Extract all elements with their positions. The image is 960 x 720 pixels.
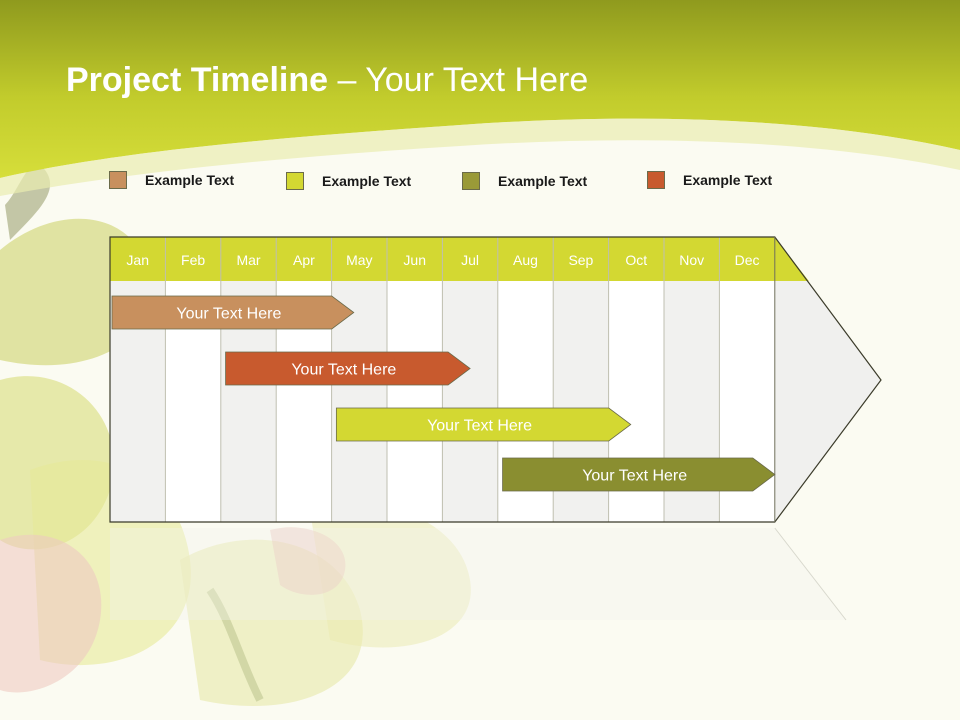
month-label-aug: Aug: [513, 252, 538, 268]
legend-swatch-2: [286, 172, 304, 190]
month-header-jul: [442, 237, 498, 281]
legend-swatch-1: [109, 171, 127, 189]
arrow-head-body: [774, 237, 881, 522]
month-header-nov: [664, 237, 720, 281]
task-bar-label-3: Your Text Here: [427, 418, 532, 435]
task-bar-2: [225, 351, 471, 386]
month-label-dec: Dec: [735, 252, 760, 268]
month-column-jun: [387, 281, 443, 522]
legend-label-3: Example Text: [498, 173, 588, 189]
month-header-jun: [387, 237, 443, 281]
task-bar-4: [502, 457, 776, 492]
legend-swatch-3: [462, 172, 480, 190]
month-label-jun: Jun: [403, 252, 426, 268]
month-label-jul: Jul: [461, 252, 479, 268]
month-header-aug: [497, 237, 554, 281]
month-label-may: May: [346, 252, 372, 268]
legend-label-4: Example Text: [683, 172, 773, 188]
month-column-jul: [442, 281, 498, 522]
month-label-sep: Sep: [568, 252, 593, 268]
task-bar-3: [335, 407, 632, 442]
month-header-sep: [553, 237, 609, 281]
month-header-mar: [220, 237, 277, 281]
month-header-jan: [110, 237, 166, 281]
month-header-oct: [608, 237, 664, 281]
title-bold: Project Timeline: [66, 61, 329, 99]
title-rest: – Your Text Here: [328, 61, 589, 99]
month-header-may: [331, 237, 387, 281]
timeline-reflection: [110, 528, 846, 620]
month-label-nov: Nov: [679, 252, 704, 268]
task-bar-label-1: Your Text Here: [176, 306, 281, 323]
month-label-feb: Feb: [181, 252, 205, 268]
legend-label-1: Example Text: [145, 172, 235, 188]
header-swoosh: [0, 118, 960, 196]
task-bar-label-2: Your Text Here: [291, 362, 396, 379]
month-label-jan: Jan: [126, 252, 149, 268]
month-label-oct: Oct: [625, 252, 647, 268]
reflection-edge: [774, 527, 847, 621]
orchid-illustration: [0, 164, 471, 706]
month-header-feb: [165, 237, 221, 281]
header-band: [0, 0, 960, 178]
month-header-apr: [276, 237, 332, 281]
month-label-mar: Mar: [236, 252, 260, 268]
task-bar-1: [111, 295, 355, 330]
month-label-apr: Apr: [293, 252, 315, 268]
month-header-dec: [719, 237, 775, 281]
legend-label-2: Example Text: [322, 173, 412, 189]
timeline-outline: [109, 236, 882, 523]
task-bar-label-4: Your Text Here: [582, 468, 687, 485]
legend-swatch-4: [647, 171, 665, 189]
slide-title: Project Timeline – Your Text Here: [66, 58, 588, 102]
